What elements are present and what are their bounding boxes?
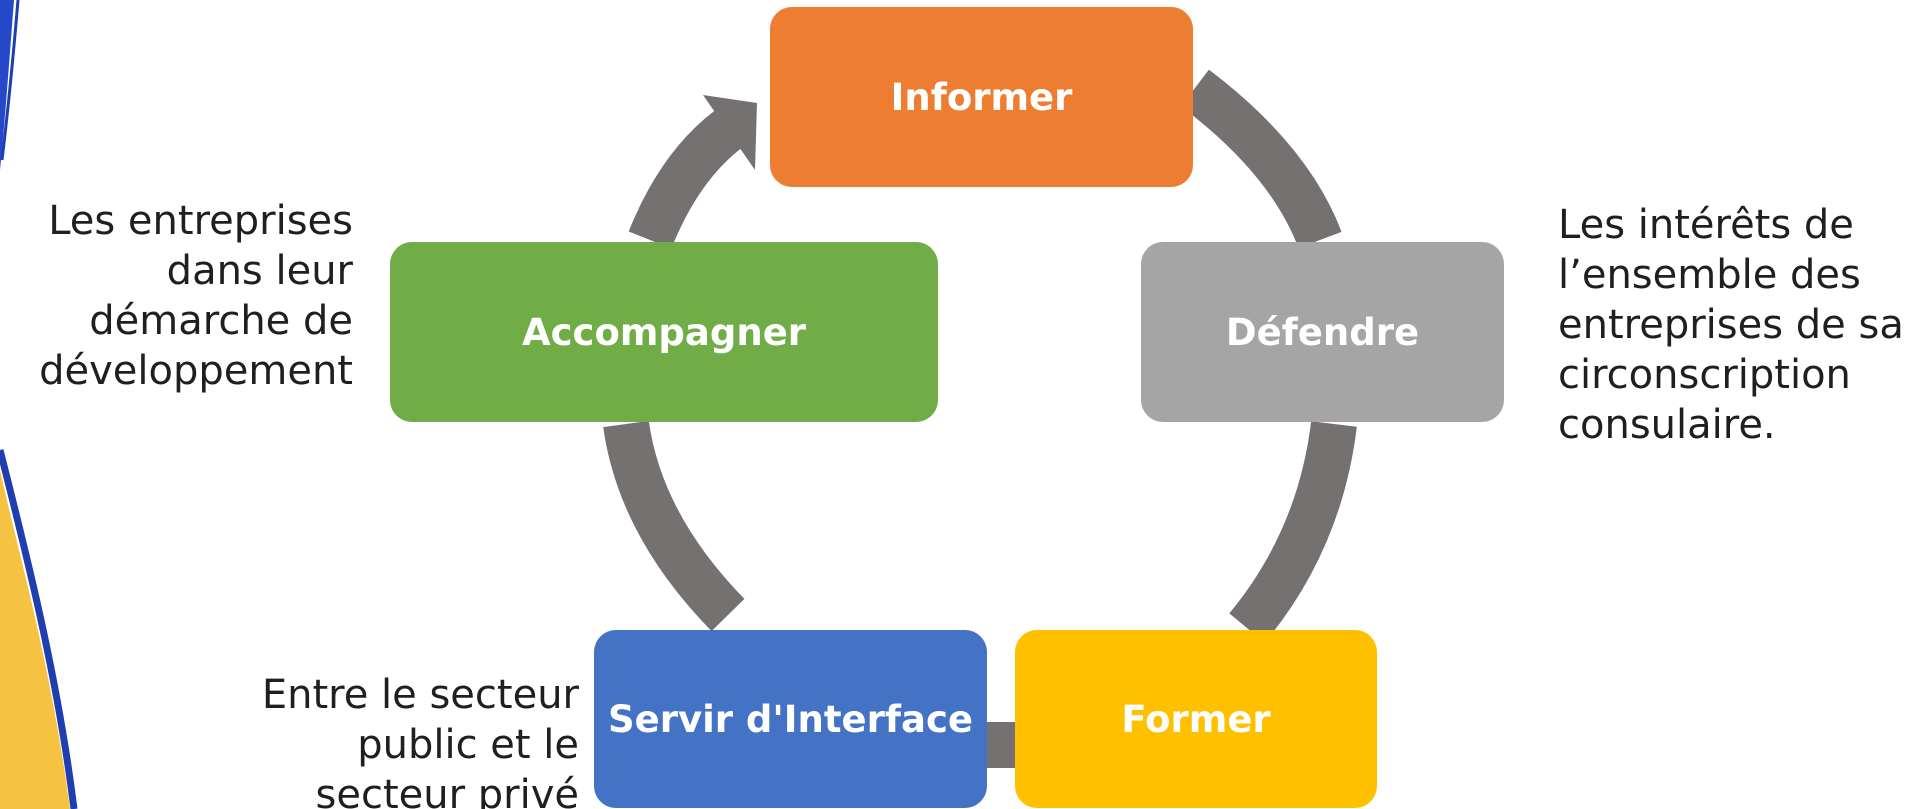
note-defendre: Les intérêts de l’ensemble des entrepris… bbox=[1558, 200, 1904, 450]
note-accompagner-line: démarche de bbox=[89, 298, 353, 344]
node-accompagner-label: Accompagner bbox=[521, 310, 807, 354]
note-accompagner-line: développement bbox=[39, 348, 353, 394]
note-servir-interface-line: public et le bbox=[357, 722, 579, 768]
note-defendre-line: Les intérêts de bbox=[1558, 202, 1854, 248]
border-swoosh-line bbox=[0, 0, 20, 161]
note-defendre-line: entreprises de sa bbox=[1558, 302, 1904, 348]
note-defendre-line: consulaire. bbox=[1558, 402, 1776, 448]
arrow-informer-to-defendre bbox=[1181, 69, 1342, 249]
node-former: Former bbox=[1015, 630, 1377, 808]
border-swoosh-yellow bbox=[0, 470, 70, 809]
arrow-accompagner-to-informer bbox=[628, 109, 745, 249]
node-defendre-label: Défendre bbox=[1225, 310, 1420, 354]
note-accompagner-line: dans leur bbox=[166, 248, 353, 294]
note-accompagner-line: Les entreprises bbox=[48, 198, 353, 244]
arrowhead-to-informer bbox=[703, 95, 757, 170]
node-servir-interface: Servir d'Interface bbox=[594, 630, 987, 808]
node-informer-label: Informer bbox=[890, 75, 1073, 119]
note-defendre-line: l’ensemble des bbox=[1558, 252, 1861, 298]
node-former-label: Former bbox=[1121, 697, 1271, 741]
node-informer: Informer bbox=[770, 7, 1193, 187]
node-servir-interface-label: Servir d'Interface bbox=[608, 697, 973, 741]
note-servir-interface-line: secteur privé bbox=[315, 772, 579, 809]
note-servir-interface-line: Entre le secteur bbox=[261, 672, 579, 718]
border-swoosh-blue-top bbox=[0, 0, 14, 170]
arrow-interface-to-accompagner bbox=[603, 420, 745, 632]
note-defendre-line: circonscription bbox=[1558, 352, 1851, 398]
border-swoosh-blue bbox=[0, 449, 78, 809]
note-accompagner: Les entreprises dans leur démarche de dé… bbox=[39, 196, 353, 396]
node-accompagner: Accompagner bbox=[390, 242, 938, 422]
arrow-group bbox=[603, 69, 1357, 768]
note-servir-interface: Entre le secteur public et le secteur pr… bbox=[262, 670, 579, 809]
node-defendre: Défendre bbox=[1141, 242, 1504, 422]
arrow-defendre-to-former bbox=[1229, 421, 1357, 643]
